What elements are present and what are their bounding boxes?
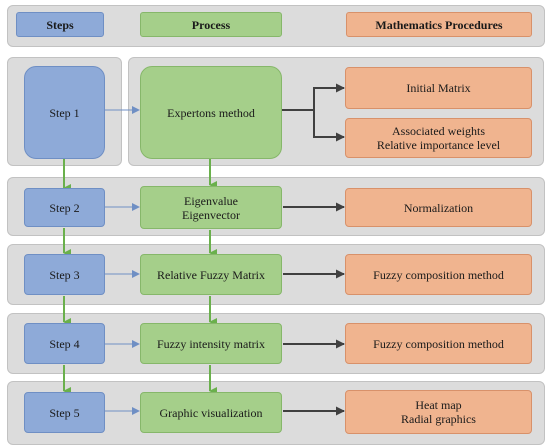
procedure-1a-box: Initial Matrix bbox=[345, 67, 532, 109]
process-4-box: Fuzzy intensity matrix bbox=[140, 323, 282, 364]
step-3-box: Step 3 bbox=[24, 254, 105, 295]
procedure-4-box: Fuzzy composition method bbox=[345, 323, 532, 364]
process-header: Process bbox=[140, 12, 282, 37]
procedure-1b-box: Associated weights Relative importance l… bbox=[345, 118, 532, 158]
arrow-process1-branch-lower bbox=[313, 110, 345, 142]
process-3-box: Relative Fuzzy Matrix bbox=[140, 254, 282, 295]
step-2-box: Step 2 bbox=[24, 188, 105, 227]
process-1-box: Expertons method bbox=[140, 66, 282, 159]
procedure-2-box: Normalization bbox=[345, 188, 532, 227]
step-1-box: Step 1 bbox=[24, 66, 105, 159]
process-2-box: Eigenvalue Eigenvector bbox=[140, 186, 282, 229]
steps-header: Steps bbox=[16, 12, 104, 37]
process-5-box: Graphic visualization bbox=[140, 392, 282, 433]
arrow-process1-branch bbox=[282, 83, 345, 111]
step-5-box: Step 5 bbox=[24, 392, 105, 433]
step-4-box: Step 4 bbox=[24, 323, 105, 364]
procedure-5-box: Heat map Radial graphics bbox=[345, 390, 532, 434]
procedure-3-box: Fuzzy composition method bbox=[345, 254, 532, 295]
math-procedures-header: Mathematics Procedures bbox=[346, 12, 532, 37]
